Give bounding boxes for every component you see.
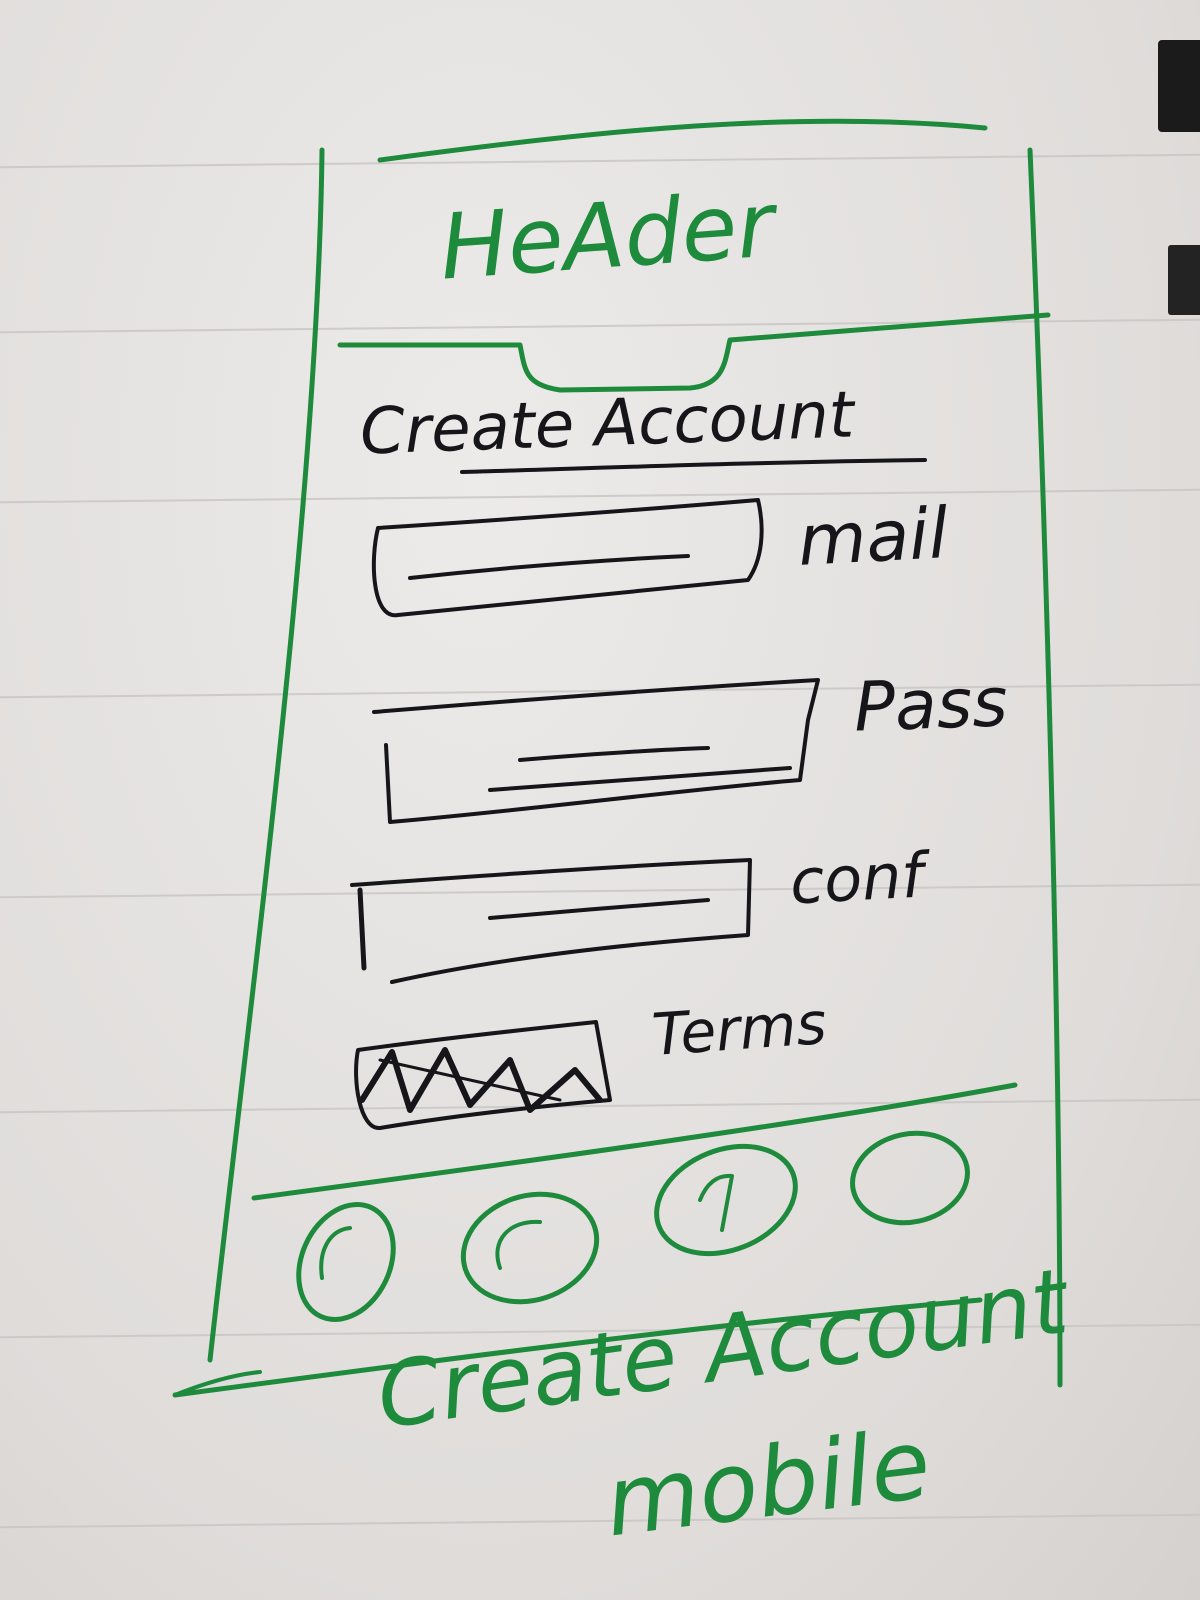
circle-icon [296, 1202, 396, 1322]
circle-icon [850, 1130, 970, 1226]
footer-divider [251, 1082, 1018, 1201]
confirm-field-label: conf [788, 838, 925, 919]
confirm-input-sketch [350, 858, 752, 984]
phone-frame-bottom-edge [172, 1297, 983, 1398]
title-underline [460, 458, 927, 474]
circle-icon [654, 1143, 798, 1257]
mail-field-label: mail [795, 492, 951, 582]
email-input-sketch [371, 498, 764, 618]
phone-frame-top-edge [377, 118, 988, 163]
header-divider [337, 312, 1051, 393]
password-field-label: Pass [852, 663, 1009, 748]
password-input-sketch [372, 678, 820, 824]
header-label: HeAder [436, 172, 778, 301]
phone-frame-bottom-shadow [173, 1370, 262, 1397]
form-title: Create Account [358, 378, 856, 470]
terms-field-label: Terms [649, 988, 829, 1070]
corner-object [1168, 245, 1200, 315]
circle-icon [460, 1191, 600, 1305]
terms-checkbox-sketch [354, 1020, 612, 1130]
footer-nav-icons [296, 1130, 970, 1322]
corner-object [1158, 40, 1200, 132]
phone-frame-left-edge [207, 147, 325, 1363]
phone-frame-right-edge [1027, 147, 1063, 1388]
